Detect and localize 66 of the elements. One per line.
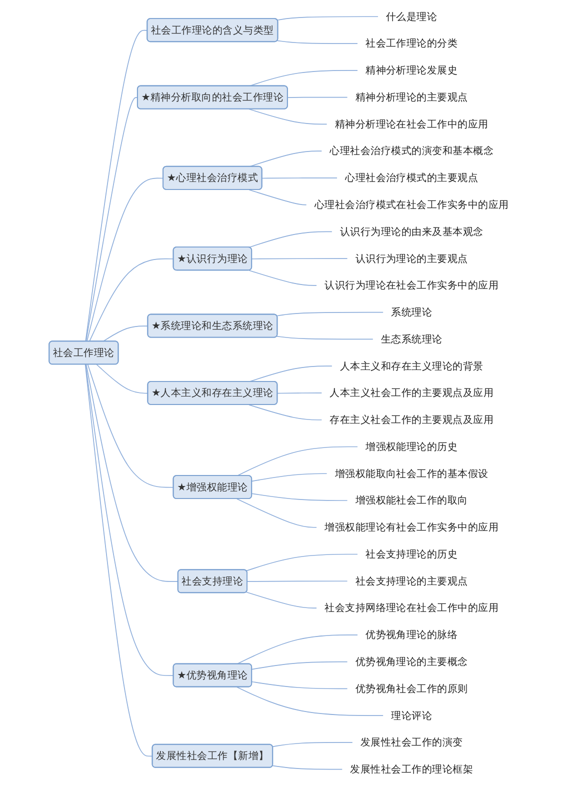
node-text: 精神分析理论在社会工作中的应用 (334, 118, 488, 130)
node-text: 增强权能社会工作的取向 (354, 494, 468, 506)
connector (84, 364, 153, 757)
connector (236, 446, 358, 476)
connector (276, 392, 322, 394)
node-text: 认识行为理论的由来及基本观念 (340, 225, 483, 238)
connector (248, 108, 328, 125)
connector (272, 765, 343, 770)
node-text: 社会支持网络理论在社会工作中的应用 (324, 602, 498, 614)
node-text: 认识行为理论的主要观点 (354, 252, 468, 264)
connector (85, 97, 138, 342)
node-text: 社会支持理论的历史 (365, 548, 458, 560)
connector (272, 742, 353, 748)
node-text: 增强权能理论的历史 (365, 440, 458, 453)
connector (251, 473, 328, 482)
node-text: 增强权能取向社会工作的基本假设 (334, 467, 488, 480)
node-text: 人本主义和存在主义理论的背景 (340, 360, 483, 372)
node-text: 人本主义社会工作的主要观点及应用 (329, 386, 494, 399)
connector (276, 16, 378, 21)
connector (251, 493, 348, 501)
connector (246, 592, 317, 608)
connector (87, 364, 174, 488)
connector (85, 364, 178, 582)
node-text: 认识行为理论在社会工作实务中的应用 (324, 279, 498, 292)
node-text: 优势视角社会工作的原则 (354, 682, 468, 694)
connector (287, 96, 348, 98)
connector (248, 189, 307, 206)
connector (246, 580, 348, 582)
connector (251, 661, 348, 670)
node-text: 精神分析理论发展史 (365, 64, 458, 76)
connector (84, 364, 174, 676)
connector (251, 258, 348, 260)
connector (236, 686, 384, 716)
node-text: 生态系统理论 (380, 332, 442, 345)
node-text: 社会工作理论的分类 (365, 37, 458, 50)
connector (248, 231, 332, 248)
connector (248, 404, 322, 420)
connector (251, 681, 348, 690)
node-text: 优势视角理论的主要概念 (354, 655, 468, 668)
node-text: 什么是理论 (386, 10, 437, 22)
node-text: 发展性社会工作的理论框架 (350, 762, 473, 776)
connector (276, 312, 384, 316)
connector (84, 30, 148, 342)
node-text: 系统理论 (390, 306, 432, 318)
connector (236, 634, 358, 664)
node-text: 存在主义社会工作的主要观点及应用 (329, 413, 494, 426)
connector (248, 270, 317, 286)
connector (248, 70, 358, 87)
connector (88, 258, 174, 342)
connector (246, 554, 358, 572)
node-text: 增强权能理论有社会工作实务中的应用 (324, 521, 498, 534)
node-text: 社会支持理论的主要观点 (354, 574, 468, 587)
connector (236, 498, 317, 528)
node-text: 理论评论 (390, 709, 432, 722)
node-text: 心理社会治疗模式的演变和基本概念 (329, 144, 494, 157)
connector (261, 178, 338, 179)
node-text: 心理社会治疗模式在社会工作实务中的应用 (314, 198, 509, 211)
node-text: 发展性社会工作的演变 (360, 736, 462, 748)
connector (96, 364, 148, 394)
connector (102, 326, 148, 342)
connector (276, 336, 374, 340)
connector (86, 178, 164, 342)
node-text: 优势视角理论的脉络 (365, 628, 458, 641)
node-text: 心理社会治疗模式的主要观点 (344, 172, 478, 184)
node-text: 精神分析理论的主要观点 (354, 90, 468, 104)
connector (276, 40, 358, 44)
